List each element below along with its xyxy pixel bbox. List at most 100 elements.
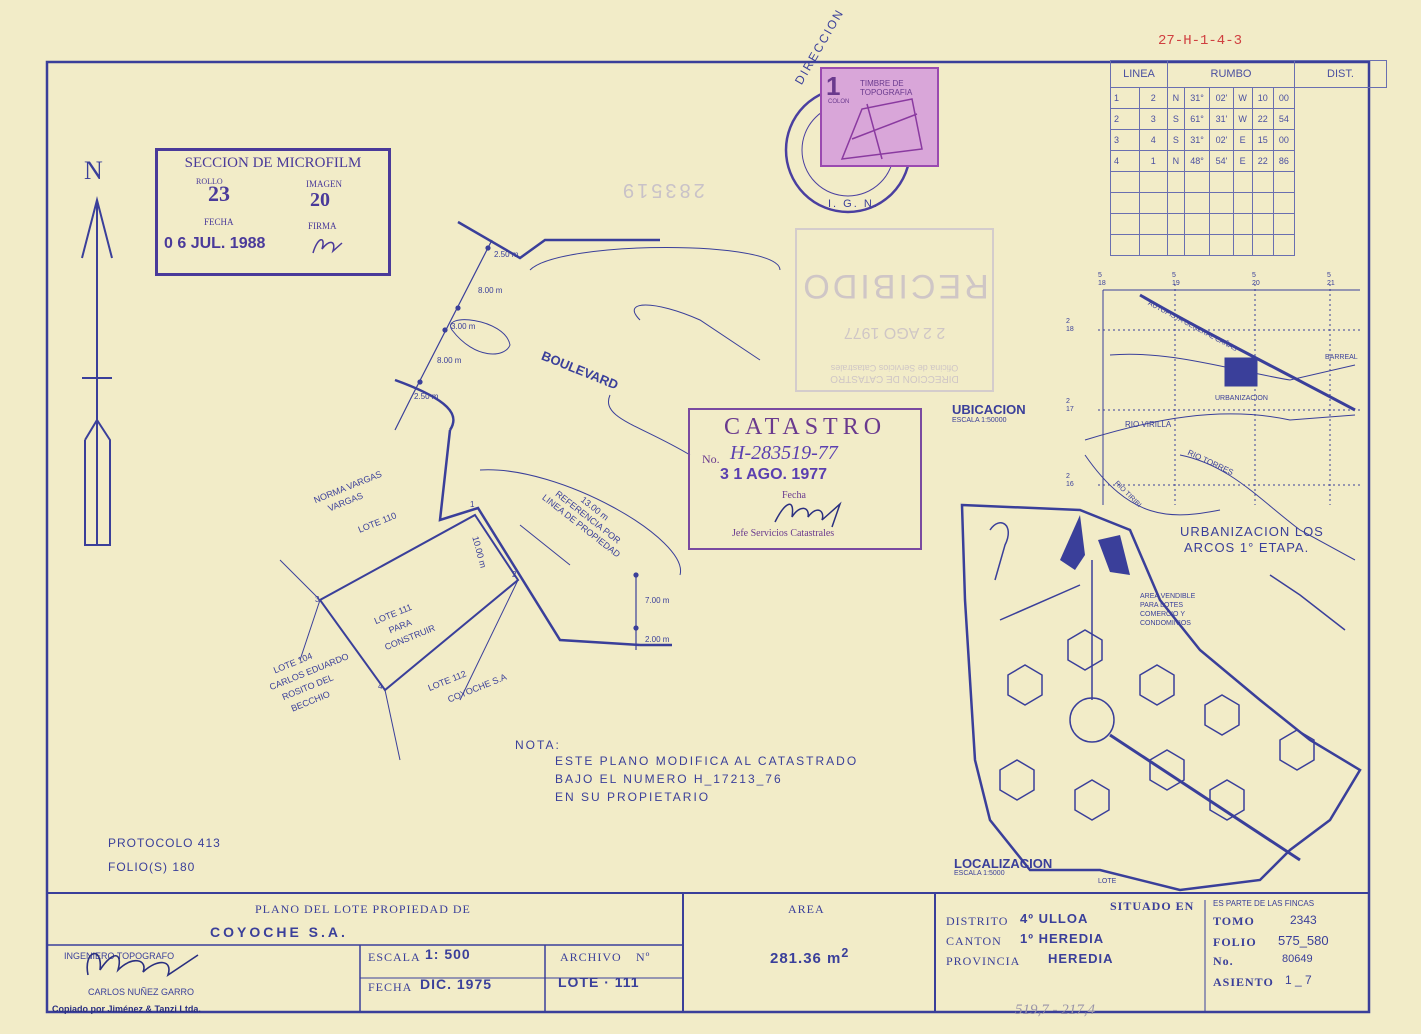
traverse-empty-row: [1110, 192, 1387, 214]
reference-code: 27-H-1-4-3: [1158, 33, 1243, 49]
plano-label: PLANO DEL LOTE PROPIEDAD DE: [255, 902, 471, 916]
barreal-label: BARREAL: [1325, 354, 1358, 361]
folio-value: 575_580: [1278, 933, 1329, 948]
nota-line2: BAJO EL NUMERO H_17213_76: [555, 772, 783, 786]
recibido-stamp: DIRECCION DE CATASTRO Oficina de Servici…: [795, 228, 994, 392]
catastro-stamp: CATASTRO No. H-283519-77 3 1 AGO. 1977 F…: [688, 408, 922, 550]
traverse-cell: [1272, 192, 1296, 214]
traverse-cell: [1232, 192, 1253, 214]
traverse-cell: W: [1232, 108, 1253, 130]
provincia-value: HEREDIA: [1048, 951, 1114, 966]
traverse-cell: S: [1167, 129, 1185, 151]
archivo-value: LOTE · 111: [558, 974, 640, 990]
traverse-cell: [1138, 234, 1168, 256]
timbre-value: 1: [826, 71, 841, 101]
recibido-word: RECIBIDO: [800, 267, 989, 305]
distrito-value: 4º ULLOA: [1020, 911, 1089, 926]
urbanizacion-label: URBANIZACION: [1215, 395, 1268, 402]
traverse-cell: N: [1167, 87, 1185, 109]
timbre-colon: COLON: [828, 99, 850, 105]
canton-label: CANTON: [946, 934, 1002, 948]
traverse-cell: W: [1232, 87, 1253, 109]
urb-line1: URBANIZACION LOS: [1180, 524, 1324, 539]
area-number: 281.36 m: [770, 950, 842, 967]
bottom-reference: 519,7 - 217,4: [1015, 1002, 1095, 1018]
traverse-cell: 02': [1209, 87, 1234, 109]
fecha-label: FECHA: [204, 217, 234, 227]
traverse-cell: [1167, 213, 1185, 235]
catastro-no-label: No.: [702, 452, 720, 466]
traverse-cell: [1272, 234, 1296, 256]
tomo-label: TOMO: [1213, 914, 1255, 928]
localizacion-scale: ESCALA 1:5000: [954, 870, 1005, 877]
traverse-cell: [1251, 192, 1274, 214]
traverse-cell: [1232, 234, 1253, 256]
traverse-cell: 1: [1138, 150, 1168, 172]
asiento-label: ASIENTO: [1213, 975, 1274, 989]
localizacion-map: [960, 503, 1362, 892]
traverse-cell: 2: [1138, 87, 1168, 109]
area-vendible-note: AREA VENDIBLE PARA LOTES COMERCIO Y COND…: [1140, 592, 1195, 628]
north-arrow-icon: [81, 196, 113, 546]
microfilm-stamp: SECCION DE MICROFILM ROLLO 23 IMAGEN 20 …: [155, 148, 391, 276]
traverse-cell: E: [1232, 129, 1253, 151]
nota-line3: EN SU PROPIETARIO: [555, 790, 711, 804]
firma-label: FIRMA: [308, 221, 337, 231]
traverse-cell: 31°: [1183, 129, 1211, 151]
ingeniero-label: INGENIERO TOPOGRAFO: [64, 951, 175, 961]
no2-value: 80649: [1282, 953, 1313, 965]
traverse-cell: [1251, 171, 1274, 193]
folio-label: FOLIO: [1213, 935, 1257, 949]
traverse-cell: 61°: [1183, 108, 1211, 130]
traverse-cell: [1138, 171, 1168, 193]
microfilm-date: 0 6 JUL. 1988: [164, 235, 266, 252]
traverse-cell: [1138, 213, 1168, 235]
ign-bottom-text: I. G. N.: [828, 198, 879, 210]
sheet-border: [45, 60, 1371, 1014]
traverse-cell: [1209, 234, 1234, 256]
engineer-signature-icon: [78, 940, 218, 985]
dim-1: 2.50 m: [494, 250, 519, 259]
situado-label: SITUADO EN: [1110, 899, 1195, 913]
traverse-cell: 31°: [1183, 87, 1211, 109]
copied-by: Copiado por Jiménez & Tanzi Ltda.: [52, 1004, 201, 1014]
dim-4: 8.00 m: [437, 356, 462, 365]
tomo-value: 2343: [1290, 913, 1317, 927]
recibido-line2: Oficina de Servicios Catastrales: [830, 363, 959, 373]
grid-2-17: 2 17: [1066, 398, 1074, 413]
fincas-label: ES PARTE DE LAS FINCAS: [1213, 899, 1315, 908]
traverse-cell: S: [1167, 108, 1185, 130]
traverse-cell: [1232, 171, 1253, 193]
traverse-cell: [1110, 171, 1140, 193]
traverse-cell: 10: [1251, 87, 1274, 109]
localizacion-hexagons: [989, 522, 1315, 862]
escala-value: 1: 500: [425, 946, 471, 962]
traverse-cell: 3: [1138, 108, 1168, 130]
area-label: AREA: [788, 902, 825, 916]
traverse-cell: [1167, 171, 1185, 193]
urbanizacion-name: URBANIZACION LOS ARCOS 1° ETAPA.: [1180, 524, 1324, 556]
dim-3: 3.00 m: [451, 322, 476, 331]
protocolo: PROTOCOLO 413: [108, 836, 221, 850]
archivo-label: ARCHIVO: [560, 950, 622, 964]
dim-700: 7.00 m: [645, 596, 670, 605]
av-line4: CONDOMINIOS: [1140, 620, 1191, 627]
ubicacion-title: UBICACION: [952, 402, 1026, 417]
col-dist: DIST.: [1294, 60, 1387, 88]
lote-marker-label: LOTE: [1098, 878, 1117, 885]
traverse-cell: 1: [1110, 87, 1140, 109]
traverse-cell: [1251, 234, 1274, 256]
traverse-empty-row: [1110, 234, 1387, 256]
catastro-number: H-283519-77: [730, 442, 838, 464]
traverse-cell: 22: [1251, 108, 1274, 130]
traverse-cell: 4: [1110, 150, 1140, 172]
traverse-cell: [1209, 213, 1234, 235]
traverse-cell: [1183, 213, 1211, 235]
traverse-cell: [1209, 171, 1234, 193]
ingeniero-name: CARLOS NUÑEZ GARRO: [88, 987, 195, 997]
dim-200: 2.00 m: [645, 635, 670, 644]
